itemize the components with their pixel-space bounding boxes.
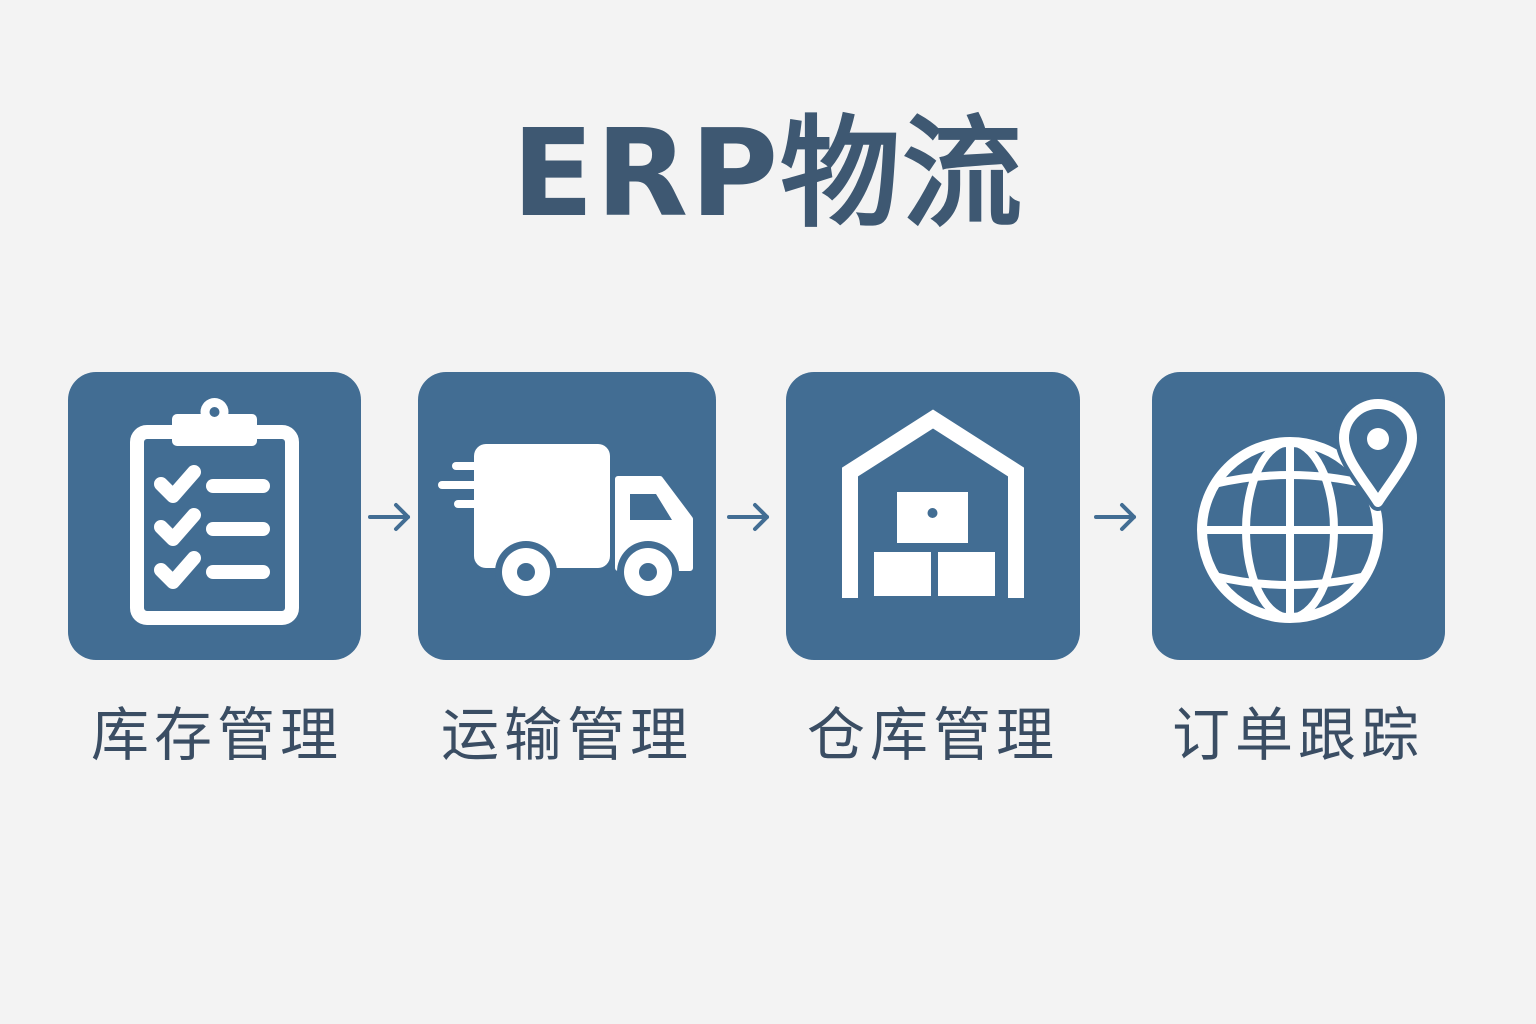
step-inventory-tile	[68, 372, 361, 660]
step-transport-tile	[418, 372, 716, 660]
label-order-tracking: 订单跟踪	[1171, 701, 1424, 769]
step-order-tracking-tile	[1152, 372, 1445, 660]
arrow-right-icon	[368, 503, 410, 531]
label-transport-management: 运输管理	[440, 701, 693, 769]
label-inventory-management: 库存管理	[90, 701, 343, 769]
clipboard-checklist-icon	[130, 398, 299, 625]
delivery-truck-icon	[438, 444, 693, 603]
arrow-right-icon	[727, 503, 769, 531]
arrow-right-icon	[1094, 503, 1136, 531]
globe-location-icon	[1197, 395, 1421, 623]
page-title: ERP物流	[511, 105, 1025, 244]
warehouse-icon	[842, 409, 1024, 598]
label-warehouse-management: 仓库管理	[806, 701, 1059, 769]
step-warehouse-tile	[786, 372, 1080, 660]
